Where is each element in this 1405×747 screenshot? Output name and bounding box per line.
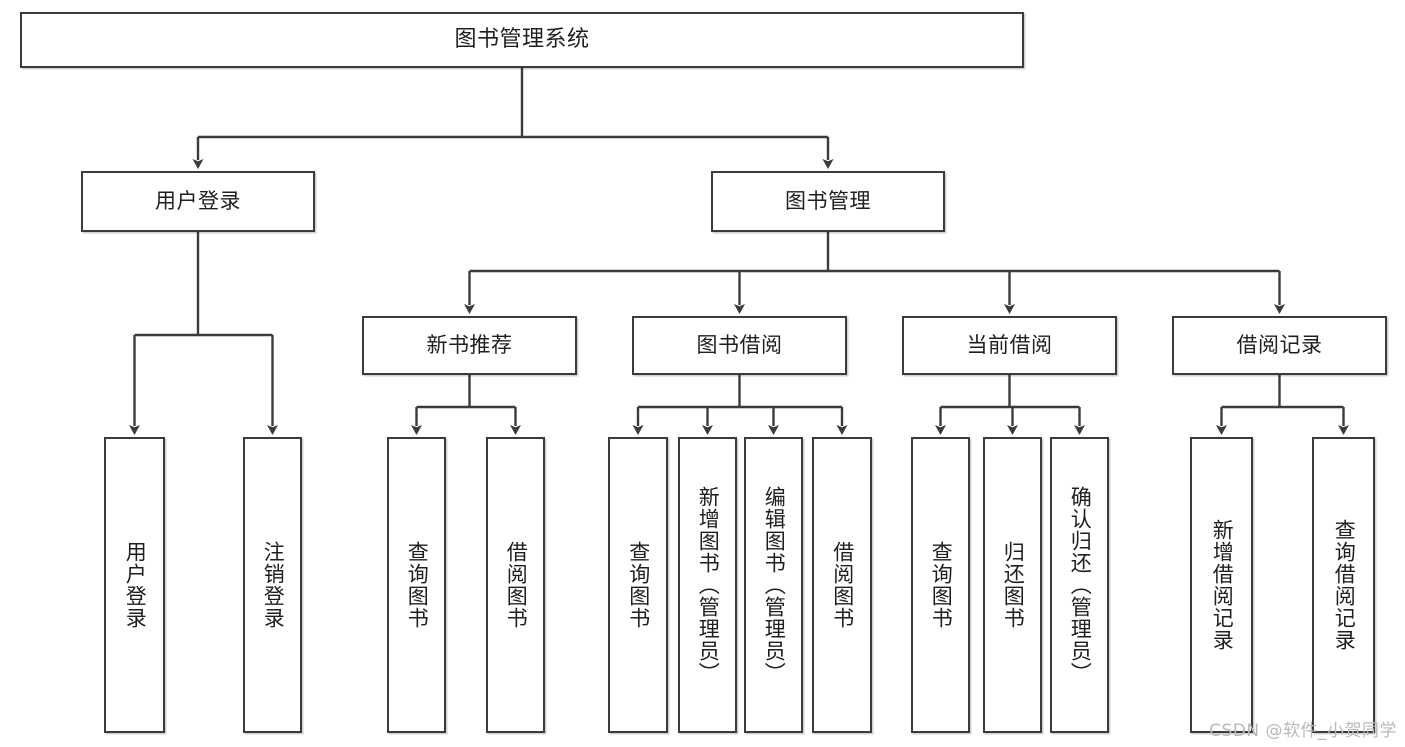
node-new-rec[interactable]: 新书推荐 xyxy=(362,316,577,375)
node-l-rec-borrow[interactable]: 借阅图书 xyxy=(486,437,545,733)
node-label: 当前借阅 xyxy=(966,333,1053,358)
node-label: 用户登录 xyxy=(123,541,148,629)
node-label: 归还图书 xyxy=(1001,541,1026,629)
node-label: 新增借阅记录 xyxy=(1210,519,1235,651)
node-label: 新增图书（管理员） xyxy=(696,486,721,684)
node-label: 确认归还（管理员） xyxy=(1068,486,1093,684)
node-label: 新书推荐 xyxy=(426,333,513,358)
node-label: 图书借阅 xyxy=(696,333,783,358)
node-records[interactable]: 借阅记录 xyxy=(1172,316,1387,375)
node-l-cur-return[interactable]: 归还图书 xyxy=(983,437,1042,733)
node-label: 查询图书 xyxy=(626,541,651,629)
node-l-rd-query[interactable]: 查询借阅记录 xyxy=(1312,437,1375,733)
node-l-bor-lend[interactable]: 借阅图书 xyxy=(812,437,872,733)
node-label: 借阅图书 xyxy=(504,541,529,629)
node-label: 图书管理 xyxy=(785,189,871,214)
node-label: 注销登录 xyxy=(261,541,286,629)
node-l-user-login[interactable]: 用户登录 xyxy=(104,437,165,733)
node-label: 查询图书 xyxy=(405,541,430,629)
node-label: 用户登录 xyxy=(155,189,241,214)
node-l-cur-confirm[interactable]: 确认归还（管理员） xyxy=(1050,437,1109,733)
node-label: 图书管理系统 xyxy=(454,27,590,53)
node-l-user-logout[interactable]: 注销登录 xyxy=(243,437,302,733)
node-label: 借阅记录 xyxy=(1236,333,1323,358)
node-l-rd-add[interactable]: 新增借阅记录 xyxy=(1190,437,1253,733)
node-user-login[interactable]: 用户登录 xyxy=(81,171,315,232)
node-label: 查询图书 xyxy=(929,541,954,629)
node-current[interactable]: 当前借阅 xyxy=(902,316,1117,375)
node-book-mgmt[interactable]: 图书管理 xyxy=(711,171,945,232)
node-l-rec-query[interactable]: 查询图书 xyxy=(387,437,446,733)
node-l-bor-query[interactable]: 查询图书 xyxy=(608,437,668,733)
node-label: 查询借阅记录 xyxy=(1332,519,1357,651)
node-root[interactable]: 图书管理系统 xyxy=(20,12,1024,68)
node-l-bor-edit[interactable]: 编辑图书（管理员） xyxy=(744,437,803,733)
node-label: 借阅图书 xyxy=(830,541,855,629)
node-l-cur-query[interactable]: 查询图书 xyxy=(911,437,970,733)
node-l-bor-add[interactable]: 新增图书（管理员） xyxy=(678,437,737,733)
node-borrow[interactable]: 图书借阅 xyxy=(632,316,847,375)
node-label: 编辑图书（管理员） xyxy=(762,486,787,684)
